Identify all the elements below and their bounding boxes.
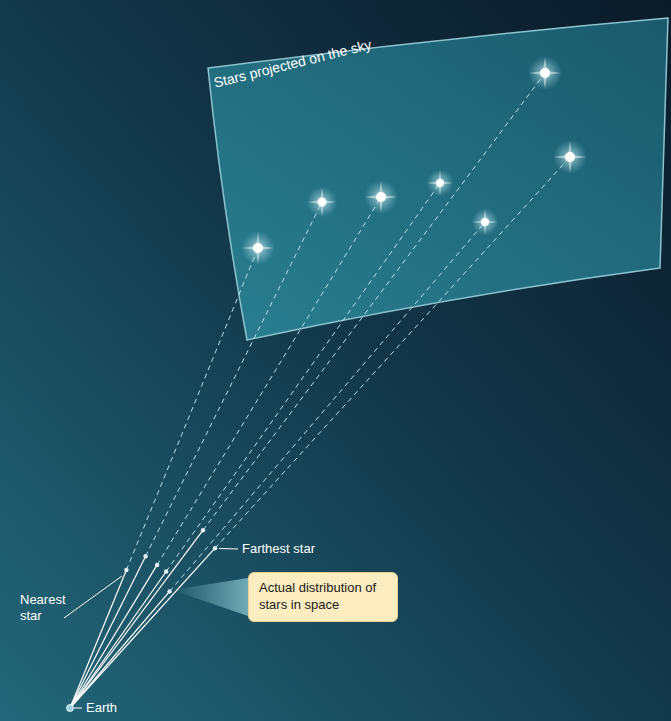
projected-stars	[241, 56, 587, 265]
leader-lines	[64, 549, 238, 709]
space-stars	[124, 528, 217, 594]
earth-dot	[67, 705, 74, 712]
earth-label: Earth	[86, 700, 117, 716]
sky-panel-shape	[208, 18, 668, 340]
sight-lines	[70, 530, 215, 708]
callout-text: Actual distribution of stars in space	[259, 580, 387, 614]
callout-wedge	[172, 578, 248, 616]
projection-lines	[126, 73, 570, 591]
callout-box: Actual distribution of stars in space	[248, 572, 398, 622]
star-label: Nearest star	[20, 592, 72, 623]
star-label: Farthest star	[242, 541, 315, 557]
